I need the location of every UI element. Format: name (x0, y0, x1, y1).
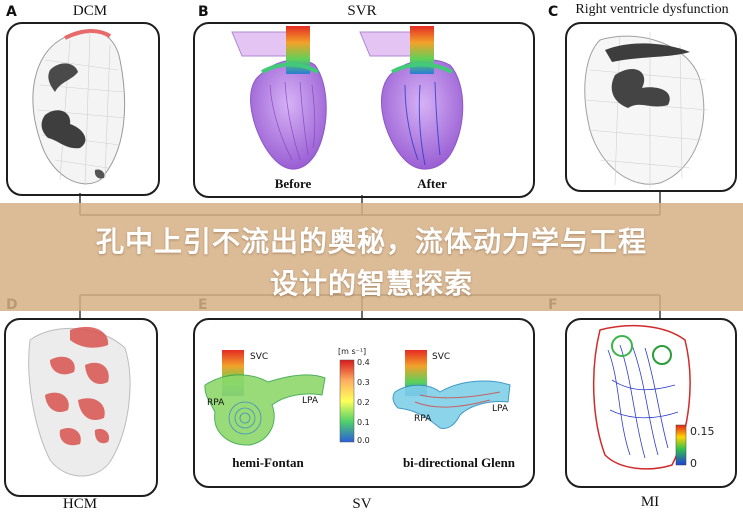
panel-a-frame (6, 22, 160, 196)
panel-a-title: DCM (72, 3, 108, 19)
panel-e-colorbar-tick: 0.3 (357, 378, 370, 387)
panel-e-rpa-label-right: RPA (414, 414, 432, 424)
panel-b-before-label: Before (274, 176, 312, 191)
rv-dysfunction-drawing (584, 32, 709, 188)
panel-e-colorbar-tick: 0.1 (357, 418, 370, 427)
panel-e-lpa-label-right: LPA (492, 404, 509, 414)
panel-e-colorbar-unit: [m s⁻¹] (338, 347, 367, 356)
panel-b-frame (193, 22, 535, 198)
hcm-heart-drawing (28, 326, 131, 477)
panel-e-title: SV (352, 496, 372, 512)
panel-e-colorbar-tick: 0.4 (357, 358, 370, 367)
panel-e-rpa-label-left: RPA (207, 398, 225, 408)
panel-e-lpa-label-left: LPA (302, 396, 319, 406)
panel-e-svc-label-right: SVC (432, 352, 451, 362)
mi-streamline-drawing (592, 324, 691, 470)
panel-e-glenn-label: bi-directional Glenn (402, 455, 516, 470)
panel-e-hemi-fontan-label: hemi-Fontan (232, 455, 304, 470)
panel-b-title: SVR (347, 3, 377, 19)
panel-e-svc-label-left: SVC (250, 352, 269, 362)
panel-f-colorbar-tick: 0 (690, 457, 697, 470)
panel-e-colorbar-tick: 0.0 (357, 436, 370, 445)
panel-c-title: Right ventricle dysfunction (575, 2, 729, 17)
panel-f-frame (565, 318, 737, 488)
panel-f-colorbar-tick: 0.15 (690, 425, 715, 438)
headline-line-1: 孔中上引不流出的奥秘，流体动力学与工程 (95, 225, 647, 258)
panel-b-letter: B (198, 4, 209, 20)
panel-e-colorbar-tick: 0.2 (357, 398, 370, 407)
dcm-heart-drawing (32, 29, 126, 186)
panel-c-frame (565, 22, 737, 192)
headline-banner (0, 203, 743, 311)
sv-flow-drawings (204, 350, 511, 446)
svr-heart-drawings (231, 26, 464, 170)
panel-a-letter: A (6, 4, 17, 20)
panel-f-title: MI (640, 494, 660, 510)
panel-c-letter: C (548, 4, 559, 20)
panel-b-after-label: After (417, 176, 447, 191)
panel-e-frame (193, 318, 535, 488)
panel-d-title: HCM (62, 496, 98, 512)
panel-d-frame (4, 318, 158, 497)
headline-line-2: 设计的智慧探索 (269, 267, 473, 300)
